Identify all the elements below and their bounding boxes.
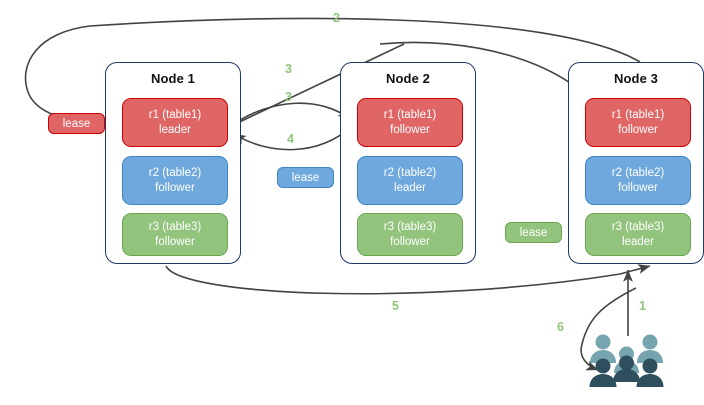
node-title-3: Node 3 (614, 71, 658, 86)
replica-name: r1 (table1) (148, 109, 202, 121)
lease-label: lease (519, 226, 548, 239)
replica-node3-r3[interactable]: r3 (table3) leader (585, 213, 691, 256)
arrow-edge-3-lower (230, 102, 351, 127)
arrow-edge-6 (580, 287, 637, 371)
edge-label-3-upper: 3 (285, 62, 292, 76)
replica-node1-r2[interactable]: r2 (table2) follower (122, 156, 228, 205)
users-group-icon (589, 334, 664, 387)
replica-role: follower (618, 123, 658, 136)
edge-label-6: 6 (557, 320, 564, 334)
edge-label-1: 1 (639, 299, 646, 313)
arrow-edge-2 (24, 17, 641, 128)
replica-node3-r1[interactable]: r1 (table1) follower (585, 98, 691, 147)
replica-role: follower (618, 181, 658, 194)
edge-label-2: 2 (333, 11, 340, 25)
replica-name: r2 (table2) (611, 167, 665, 179)
replica-name: r2 (table2) (148, 167, 202, 179)
replica-node2-r3[interactable]: r3 (table3) follower (357, 213, 463, 256)
node-container-3: Node 3 r1 (table1) follower r2 (table2) … (568, 62, 704, 264)
lease-label: lease (291, 171, 320, 184)
replica-role: follower (390, 235, 430, 248)
lease-chip-green[interactable]: lease (505, 222, 562, 243)
edge-label-3-lower: 3 (285, 90, 292, 104)
replica-role: follower (155, 181, 195, 194)
arrow-edge-3-upper-seg (228, 43, 405, 128)
edge-label-4: 4 (287, 132, 294, 146)
replica-role: follower (390, 123, 430, 136)
node-container-2: Node 2 r1 (table1) follower r2 (table2) … (340, 62, 476, 264)
replica-role: leader (394, 181, 426, 194)
replica-name: r1 (table1) (383, 109, 437, 121)
replica-name: r1 (table1) (611, 109, 665, 121)
edge-label-5: 5 (392, 299, 399, 313)
replica-role: leader (622, 235, 654, 248)
replica-name: r3 (table3) (611, 221, 665, 233)
lease-label: lease (62, 117, 91, 130)
node-title-1: Node 1 (151, 71, 195, 86)
replica-role: follower (155, 235, 195, 248)
lease-chip-blue[interactable]: lease (277, 167, 334, 188)
node-title-2: Node 2 (386, 71, 430, 86)
node-container-1: Node 1 r1 (table1) leader r2 (table2) fo… (105, 62, 241, 264)
arrow-edge-5 (165, 264, 651, 295)
replica-node2-r1[interactable]: r1 (table1) follower (357, 98, 463, 147)
replica-node3-r2[interactable]: r2 (table2) follower (585, 156, 691, 205)
replica-name: r3 (table3) (383, 221, 437, 233)
lease-chip-red[interactable]: lease (48, 113, 105, 134)
replica-node1-r3[interactable]: r3 (table3) follower (122, 213, 228, 256)
replica-name: r3 (table3) (148, 221, 202, 233)
replica-node1-r1[interactable]: r1 (table1) leader (122, 98, 228, 147)
replica-role: leader (159, 123, 191, 136)
replica-name: r2 (table2) (383, 167, 437, 179)
replica-node2-r2[interactable]: r2 (table2) leader (357, 156, 463, 205)
